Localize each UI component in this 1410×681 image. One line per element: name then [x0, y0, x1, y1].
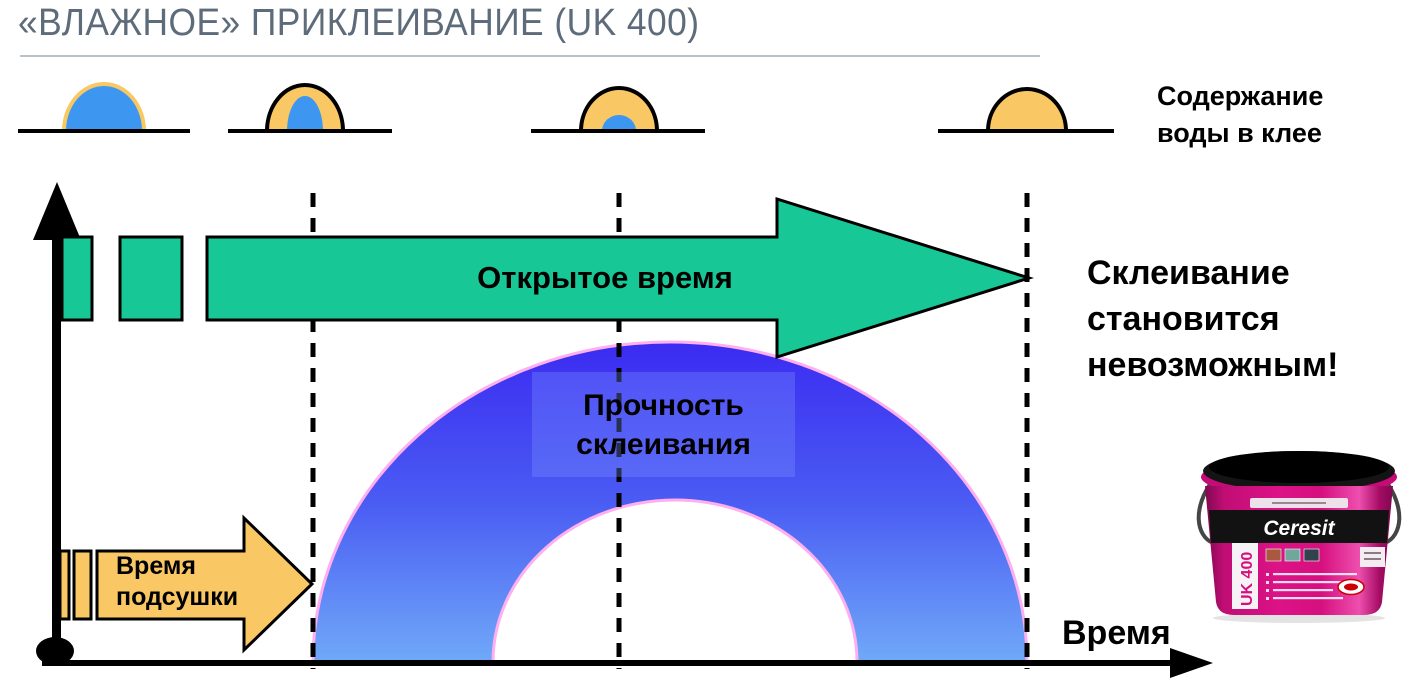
label-weight-box [1360, 547, 1385, 567]
droplet-3-water-core [602, 115, 636, 131]
water-content-line2: воды в клее [1157, 118, 1322, 148]
x-axis-shaft [42, 660, 1174, 666]
label-icon-2 [1284, 548, 1301, 562]
droplet-4-dry [938, 87, 1114, 133]
droplet-2-baseline [228, 129, 392, 133]
label-weight-line1 [1364, 552, 1381, 554]
bucket-shadow [1213, 613, 1385, 623]
label-weight-line2 [1364, 558, 1381, 560]
warning-line3: невозможным! [1087, 346, 1339, 384]
label-icon-1 [1265, 548, 1282, 562]
model-name: UK 400 [1239, 552, 1256, 606]
model-strip [1232, 543, 1258, 609]
drying-time-segment-2 [72, 549, 93, 621]
droplet-3-dome [579, 86, 659, 132]
drying-time-segment-1 [58, 549, 71, 621]
droplet-3-baseline [531, 129, 705, 133]
y-axis-shaft [52, 225, 61, 656]
bond-strength-arch [311, 340, 1029, 664]
brand-band [1209, 510, 1389, 543]
bond-strength-line1: Прочность [583, 388, 744, 422]
warning-line2: становится [1087, 300, 1280, 338]
open-time-label: Открытое время [477, 260, 733, 295]
open-time-segment-1 [60, 235, 94, 322]
drying-time-label: Время подсушки [116, 551, 238, 613]
open-time-arrow-body [205, 196, 1035, 360]
origin-dot [36, 637, 74, 665]
bucket-lid-top [1209, 451, 1389, 483]
drying-time-arrow-body [95, 514, 315, 654]
open-time-segment-2 [118, 235, 184, 322]
drying-time-arrow [58, 514, 315, 654]
water-content-label: Содержание воды в клее [1157, 78, 1323, 152]
gluing-impossible-label: Склеивание становится невозможным! [1087, 250, 1338, 388]
drying-time-line2: подсушки [116, 583, 239, 611]
droplet-1-dome [62, 82, 146, 132]
y-axis [33, 182, 81, 665]
label-bullet-lines [1266, 573, 1357, 600]
y-axis-arrowhead-icon [33, 182, 81, 240]
brand-name: Ceresit [1263, 517, 1335, 540]
bond-strength-line2: склеивания [576, 427, 751, 461]
droplet-3-almost-dry [531, 86, 705, 133]
droplet-1-wet [18, 82, 190, 133]
warning-line1: Склеивание [1087, 254, 1290, 292]
droplet-4-dome [986, 87, 1068, 132]
product-bucket: Ceresit UK 400 [1196, 451, 1402, 623]
arch-inner-cutout [491, 498, 859, 664]
maker-logo-core [1344, 583, 1358, 591]
bucket-top-strip-text-line [1272, 502, 1326, 504]
droplet-2-water-core [287, 96, 323, 131]
title-divider [20, 55, 1040, 57]
bond-strength-label-box: Прочность склеивания [532, 372, 795, 477]
time-axis-label: Время [1062, 614, 1171, 652]
droplet-4-baseline [938, 129, 1114, 133]
droplet-2-drying [228, 83, 392, 133]
water-content-line1: Содержание [1157, 81, 1324, 111]
open-time-arrow [60, 196, 1035, 360]
x-axis [42, 648, 1213, 678]
drying-time-line1: Время [116, 552, 196, 580]
label-icon-3 [1303, 548, 1320, 562]
droplet-1-baseline [18, 129, 190, 133]
x-axis-arrowhead-icon [1170, 648, 1213, 678]
page-title: «ВЛАЖНОЕ» ПРИКЛЕИВАНИЕ (UK 400) [18, 2, 700, 44]
